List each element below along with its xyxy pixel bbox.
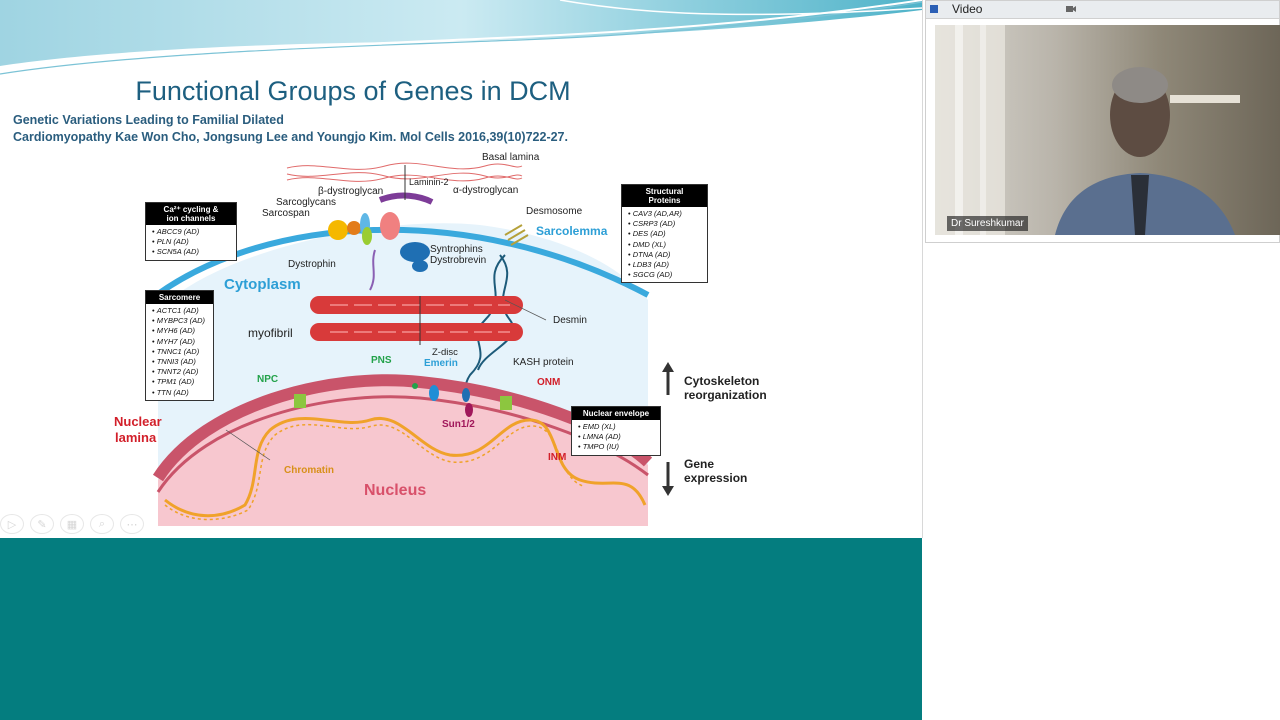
- gene-item: TNNC1 (AD): [152, 347, 209, 357]
- video-titlebar[interactable]: Video: [926, 1, 1279, 19]
- label-myofibril: myofibril: [248, 326, 293, 340]
- box-structural-title-1: Structural: [645, 187, 684, 196]
- participant-name-tag: Dr Sureshkumar: [947, 216, 1028, 231]
- label-emerin: Emerin: [424, 358, 458, 369]
- gene-item: DTNA (AD): [628, 250, 703, 260]
- gene-item: CSRP3 (AD): [628, 219, 703, 229]
- label-sun: Sun1/2: [442, 419, 475, 430]
- gene-item: PLN (AD): [152, 237, 232, 247]
- label-npc: NPC: [257, 374, 279, 385]
- camera-icon[interactable]: [1066, 5, 1076, 13]
- label-beta-dystroglycan: β-dystroglycan: [318, 186, 384, 197]
- box-ca-title-2: ion channels: [166, 214, 216, 223]
- box-sarcomere: Sarcomere ACTC1 (AD) MYBPC3 (AD) MYH6 (A…: [145, 290, 214, 401]
- gene-item: SCN5A (AD): [152, 247, 232, 257]
- gene-item: TTN (AD): [152, 388, 209, 398]
- box-ca-title-1: Ca²⁺ cycling &: [163, 205, 219, 214]
- label-onm: ONM: [537, 377, 561, 388]
- label-gene-2: expression: [684, 471, 748, 485]
- label-nuclear-lamina-1: Nuclear: [114, 414, 162, 429]
- label-inm: INM: [548, 452, 567, 463]
- label-laminin: Laminin-2: [409, 177, 449, 187]
- citation: Genetic Variations Leading to Familial D…: [13, 112, 568, 146]
- gene-item: EMD (XL): [578, 422, 656, 432]
- gene-item: TMPO (IU): [578, 442, 656, 452]
- box-structural: Structural Proteins CAV3 (AD,AR) CSRP3 (…: [621, 184, 708, 284]
- label-nucleus: Nucleus: [364, 482, 427, 499]
- gene-item: TPM1 (AD): [152, 377, 209, 387]
- label-pns: PNS: [371, 355, 392, 366]
- label-dystrobrevin: Dystrobrevin: [430, 255, 487, 266]
- presenter-video-image: [935, 25, 1280, 235]
- label-cytoskeleton-1: Cytoskeleton: [684, 374, 760, 388]
- side-panel-blank: [923, 243, 1280, 720]
- gene-item: TNNT2 (AD): [152, 367, 209, 377]
- slide-footer-band: [0, 538, 922, 720]
- label-gene-expression: Gene expression: [684, 457, 747, 485]
- label-syntrophins: Syntrophins: [430, 244, 483, 255]
- zoom-icon[interactable]: ⌕: [90, 514, 114, 534]
- citation-line-2: Cardiomyopathy Kae Won Cho, Jongsung Lee…: [13, 130, 568, 144]
- citation-line-1: Genetic Variations Leading to Familial D…: [13, 113, 284, 127]
- label-gene-1: Gene: [684, 457, 715, 471]
- gene-item: LMNA (AD): [578, 432, 656, 442]
- pen-icon[interactable]: ✎: [30, 514, 54, 534]
- label-desmin: Desmin: [553, 315, 587, 326]
- box-nuclear-envelope: Nuclear envelope EMD (XL) LMNA (AD) TMPO…: [571, 406, 661, 456]
- box-ca-cycling-title: Ca²⁺ cycling & ion channels: [146, 203, 236, 225]
- more-icon[interactable]: ⋯: [120, 514, 144, 534]
- box-structural-title: Structural Proteins: [622, 185, 707, 207]
- label-sarcospan: Sarcospan: [262, 208, 310, 219]
- window-icon: [930, 5, 938, 13]
- label-zdisc: Z-disc: [432, 347, 458, 358]
- label-cytoskeleton: Cytoskeleton reorganization: [684, 374, 767, 402]
- gene-item: SGCG (AD): [628, 270, 703, 280]
- label-basal-lamina: Basal lamina: [482, 152, 540, 163]
- box-structural-title-2: Proteins: [648, 196, 681, 205]
- gene-item: LDB3 (AD): [628, 260, 703, 270]
- label-nuclear-lamina-2: lamina: [115, 430, 157, 445]
- gene-item: DMD (XL): [628, 240, 703, 250]
- label-dystrophin: Dystrophin: [288, 259, 336, 270]
- label-sarcolemma: Sarcolemma: [536, 224, 608, 238]
- slideshow-toolbar: ▷ ✎ ▦ ⌕ ⋯: [0, 514, 144, 534]
- label-sarcoglycans: Sarcoglycans: [276, 197, 337, 208]
- video-feed: Dr Sureshkumar: [935, 25, 1280, 235]
- slide-title: Functional Groups of Genes in DCM: [135, 76, 571, 106]
- gene-item: MYBPC3 (AD): [152, 316, 209, 326]
- box-nuclear-envelope-title: Nuclear envelope: [572, 407, 660, 420]
- slide-header-waves: [0, 0, 922, 75]
- gene-item: TNNI3 (AD): [152, 357, 209, 367]
- dcm-diagram-artwork: [148, 162, 674, 526]
- presentation-slide: Functional Groups of Genes in DCM Geneti…: [0, 0, 923, 538]
- label-desmosome: Desmosome: [526, 206, 583, 217]
- video-window-title: Video: [952, 2, 983, 16]
- gene-item: DES (AD): [628, 229, 703, 239]
- box-ca-cycling: Ca²⁺ cycling & ion channels ABCC9 (AD) P…: [145, 202, 237, 261]
- box-sarcomere-title: Sarcomere: [146, 291, 213, 304]
- gene-item: MYH7 (AD): [152, 337, 209, 347]
- slides-icon[interactable]: ▦: [60, 514, 84, 534]
- label-chromatin: Chromatin: [284, 465, 334, 476]
- play-icon[interactable]: ▷: [0, 514, 24, 534]
- gene-item: ABCC9 (AD): [152, 227, 232, 237]
- gene-item: CAV3 (AD,AR): [628, 209, 703, 219]
- label-nuclear-lamina: Nuclear lamina: [114, 414, 162, 446]
- gene-item: ACTC1 (AD): [152, 306, 209, 316]
- label-kash: KASH protein: [513, 357, 574, 368]
- label-cytoplasm: Cytoplasm: [224, 276, 301, 293]
- label-alpha-dystroglycan: α-dystroglycan: [453, 185, 519, 196]
- gene-item: MYH6 (AD): [152, 326, 209, 336]
- video-window[interactable]: Video Dr Sureshku: [925, 0, 1280, 243]
- label-cytoskeleton-2: reorganization: [684, 388, 767, 402]
